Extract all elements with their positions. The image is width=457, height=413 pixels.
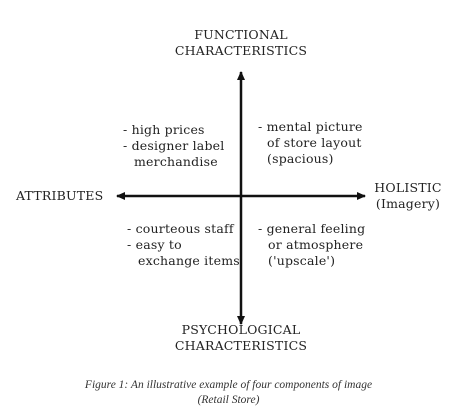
quadrant-bottom-left-line3: exchange items xyxy=(138,253,240,268)
quadrant-top-left-line3: merchandise xyxy=(134,154,218,169)
quadrant-bottom-right-line3: ('upscale') xyxy=(268,253,336,268)
quadrant-bottom-left-line2: - easy to xyxy=(127,237,182,252)
axis-label-bottom-line2: CHARACTERISTICS xyxy=(174,338,308,353)
axis-label-top-line2: CHARACTERISTICS xyxy=(174,43,308,58)
axis-label-right-line1: HOLISTIC xyxy=(374,180,442,195)
quadrant-top-left-line1: - high prices xyxy=(123,122,205,137)
axis-label-bottom: PSYCHOLOGICAL CHARACTERISTICS xyxy=(166,322,316,354)
axis-label-right: HOLISTIC (Imagery) xyxy=(368,180,448,212)
axis-label-left: ATTRIBUTES xyxy=(16,188,104,203)
axis-label-right-line2: (Imagery) xyxy=(375,196,441,211)
quadrant-top-right-line3: (spacious) xyxy=(267,151,334,166)
axis-label-top: FUNCTIONAL CHARACTERISTICS xyxy=(166,27,316,59)
quadrant-top-right: - mental picture of store layout (spacio… xyxy=(258,119,363,167)
quadrant-bottom-right-line2: or atmosphere xyxy=(268,237,364,252)
quadrant-bottom-left: - courteous staff - easy to exchange ite… xyxy=(127,221,240,269)
figure-caption-line2: (Retail Store) xyxy=(197,394,260,406)
axis-label-top-line1: FUNCTIONAL xyxy=(194,27,288,42)
quadrant-top-right-line1: - mental picture xyxy=(258,119,363,134)
axis-label-bottom-line1: PSYCHOLOGICAL xyxy=(181,322,301,337)
quadrant-top-left: - high prices - designer label merchandi… xyxy=(123,122,224,170)
quadrant-bottom-right: - general feeling or atmosphere ('upscal… xyxy=(258,221,365,269)
quadrant-bottom-left-line1: - courteous staff xyxy=(127,221,234,236)
quadrant-top-right-line2: of store layout xyxy=(267,135,362,150)
figure-caption-line1: Figure 1: An illustrative example of fou… xyxy=(84,379,373,391)
quadrant-bottom-right-line1: - general feeling xyxy=(258,221,366,236)
quadrant-top-left-line2: - designer label xyxy=(123,138,225,153)
